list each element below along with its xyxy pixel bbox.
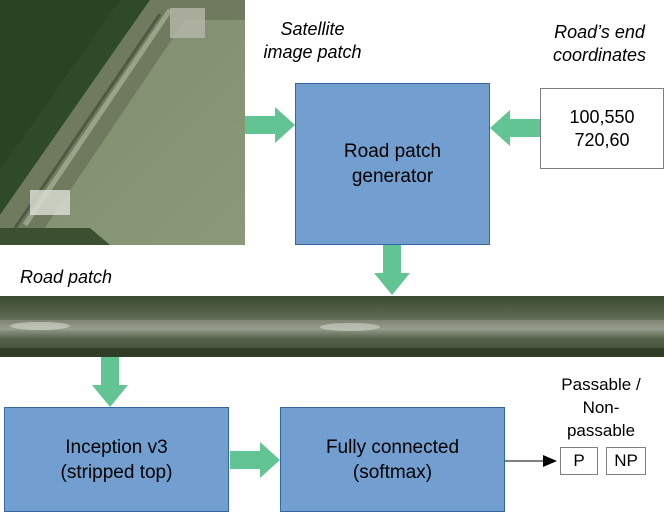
satellite-label-line2: image patch <box>263 42 362 62</box>
coordinate-start: 100,550 <box>569 106 635 127</box>
road-patch-generator-box: Road patch generator <box>295 83 490 245</box>
coordinate-end: 720,60 <box>574 129 630 150</box>
arrow-coords-to-generator <box>490 110 540 146</box>
generator-line2: generator <box>351 166 434 187</box>
arrow-satellite-to-generator <box>245 107 295 143</box>
inception-line1: Inception v3 <box>65 436 168 458</box>
output-p-box: P <box>560 447 598 475</box>
arrow-generator-to-road-patch <box>374 245 410 295</box>
generator-line1: Road patch <box>343 141 442 162</box>
arrow-road-patch-to-inception <box>92 357 128 407</box>
satellite-label-line1: Satellite <box>280 19 345 39</box>
fc-line2: (softmax) <box>352 461 433 483</box>
inception-box: Inception v3 (stripped top) <box>4 407 229 512</box>
fully-connected-box: Fully connected (softmax) <box>280 407 505 512</box>
arrow-inception-to-fc <box>230 442 280 478</box>
output-label-line2: Non- <box>582 398 620 417</box>
satellite-image <box>0 0 245 245</box>
road-patch-image <box>0 296 664 357</box>
output-label-line1: Passable / <box>561 375 641 394</box>
coords-label: Road’s end coordinates <box>535 21 664 67</box>
coordinates-box: 100,550 720,60 <box>540 88 664 169</box>
road-patch-label: Road patch <box>20 267 113 287</box>
coords-label-line2: coordinates <box>552 45 647 65</box>
fc-line1: Fully connected <box>325 436 460 458</box>
output-label-line3: passable <box>566 421 636 440</box>
output-np-box: NP <box>606 447 646 475</box>
arrow-fc-to-output <box>505 455 557 467</box>
satellite-label: Satellite image patch <box>245 18 380 64</box>
output-label: Passable / Non- passable <box>545 373 657 442</box>
inception-line2: (stripped top) <box>60 461 173 483</box>
coords-label-line1: Road’s end <box>554 22 645 42</box>
